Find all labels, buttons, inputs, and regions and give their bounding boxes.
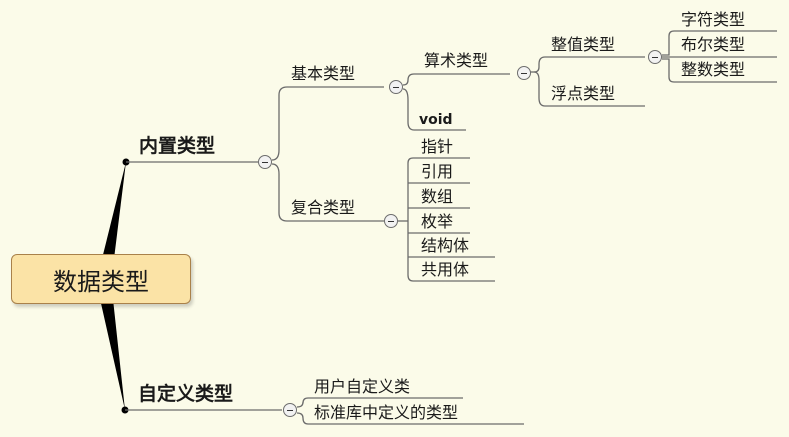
node-stdlib-types[interactable]: 标准库中定义的类型	[314, 403, 459, 422]
collapse-minus-icon[interactable]	[384, 214, 398, 228]
collapse-minus-icon[interactable]	[389, 80, 403, 94]
node-compound-types[interactable]: 复合类型	[291, 198, 356, 217]
node-arithmetic-types[interactable]: 算术类型	[424, 51, 489, 70]
collapse-minus-icon[interactable]	[258, 155, 272, 169]
node-enum[interactable]: 枚举	[421, 212, 454, 231]
node-basic-types[interactable]: 基本类型	[291, 64, 356, 83]
node-user-defined-types[interactable]: 自定义类型	[138, 383, 234, 405]
node-reference[interactable]: 引用	[421, 162, 454, 181]
wedge-builtin	[98, 162, 126, 275]
wedge-user	[98, 290, 125, 410]
root-node[interactable]: 数据类型	[11, 254, 191, 304]
node-array[interactable]: 数组	[421, 187, 454, 206]
node-pointer[interactable]: 指针	[421, 137, 454, 156]
node-struct[interactable]: 结构体	[421, 236, 470, 255]
node-int-type[interactable]: 整数类型	[681, 60, 746, 79]
node-union[interactable]: 共用体	[421, 260, 470, 279]
node-floating-types[interactable]: 浮点类型	[551, 84, 616, 103]
node-char-type[interactable]: 字符类型	[681, 10, 746, 29]
node-void[interactable]: void	[419, 112, 453, 128]
collapse-minus-icon[interactable]	[283, 403, 297, 417]
node-user-class[interactable]: 用户自定义类	[314, 377, 411, 396]
node-bool-type[interactable]: 布尔类型	[681, 35, 746, 54]
collapse-minus-icon[interactable]	[517, 66, 531, 80]
collapse-minus-icon[interactable]	[648, 50, 662, 64]
node-integral-types[interactable]: 整值类型	[551, 35, 616, 54]
node-builtin-types[interactable]: 内置类型	[139, 135, 216, 157]
